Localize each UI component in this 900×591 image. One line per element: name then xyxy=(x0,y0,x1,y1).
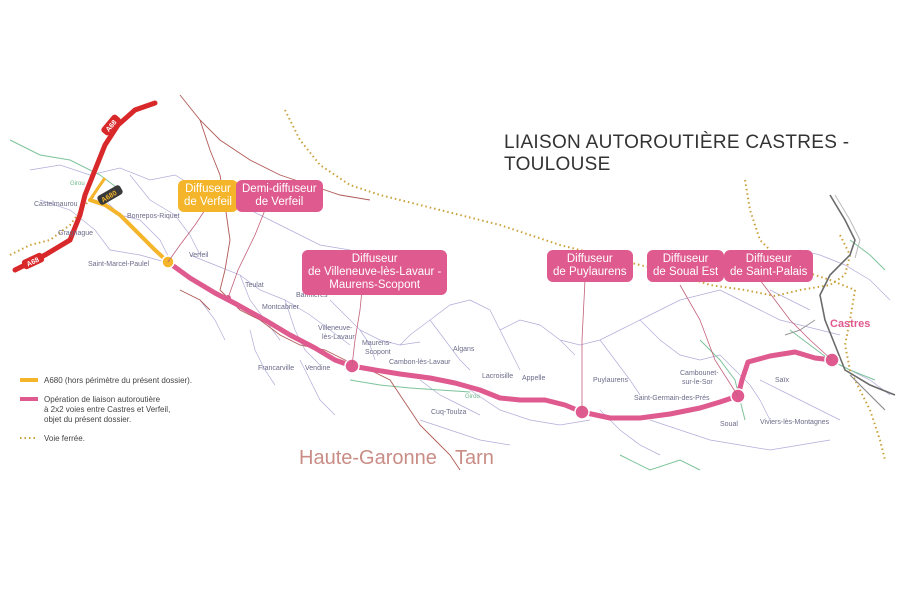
callout-line: de Villeneuve-lès-Lavaur - xyxy=(308,266,442,278)
town-maurens-1: Maurens- xyxy=(362,340,392,347)
town-cuq-toulza: Cuq-Toulza xyxy=(431,409,467,416)
legend-label-operation-1: Opération de liaison autoroutière xyxy=(44,395,161,404)
town-cambon: Cambon-lès-Lavaur xyxy=(389,359,451,366)
town-teulat: Teulat xyxy=(245,282,264,289)
legend-label-operation-2: à 2x2 voies entre Castres et Verfeil, xyxy=(44,405,170,414)
callout-line: Demi-diffuseur xyxy=(242,183,317,195)
svg-text:Girou: Girou xyxy=(465,394,480,400)
town-soual: Soual xyxy=(720,421,738,428)
callout-leaders xyxy=(167,209,833,412)
callout-diffuseur-villeneuve: Diffuseur de Villeneuve-lès-Lavaur - Mau… xyxy=(302,250,448,295)
commune-boundaries xyxy=(29,164,891,456)
callout-line: Diffuseur xyxy=(185,183,231,195)
callout-line: Diffuseur xyxy=(351,253,398,265)
callout-line: de Saint-Palais xyxy=(730,266,808,278)
town-villeneuve-1: Villeneuve- xyxy=(318,325,353,332)
legend-label-rail: Voie ferrée. xyxy=(44,434,85,443)
svg-text:A680: A680 xyxy=(100,190,118,204)
town-montcabrier: Montcabrier xyxy=(262,304,300,311)
town-algans: Algans xyxy=(453,346,475,353)
town-castelmaurou: Castelmaurou xyxy=(34,201,78,208)
interchange-nodes xyxy=(161,255,840,420)
town-villeneuve-2: lès-Lavaur xyxy=(322,334,355,341)
callout-line: Maurens-Scopont xyxy=(329,279,421,291)
town-maurens-2: Scopont xyxy=(365,349,391,356)
town-castres: Castres xyxy=(830,318,870,330)
map-title: LIAISON AUTOROUTIÈRE CASTRES - TOULOUSE xyxy=(504,132,850,175)
town-bannieres: Bannières xyxy=(296,292,328,299)
department-haute-garonne: Haute-Garonne xyxy=(299,447,437,469)
callout-diffuseur-soual-est: Diffuseur de Soual Est xyxy=(647,250,725,282)
rivers xyxy=(9,139,886,471)
callout-line: de Verfeil xyxy=(255,196,304,208)
callout-diffuseur-puylaurens: Diffuseur de Puylaurens xyxy=(547,250,633,282)
town-puylaurens: Puylaurens xyxy=(593,377,629,384)
callout-demi-diffuseur-verfeil: Demi-diffuseur de Verfeil xyxy=(236,180,323,212)
a680-road xyxy=(88,177,170,264)
callout-line: Diffuseur xyxy=(566,253,613,265)
svg-text:Girou: Girou xyxy=(70,181,85,187)
a68-motorway xyxy=(12,100,158,273)
town-lacroisille: Lacroisille xyxy=(482,373,513,380)
legend-label-a680: A680 (hors périmètre du présent dossier)… xyxy=(44,376,192,385)
callout-line: de Puylaurens xyxy=(553,266,627,278)
town-gragnague: Gragnague xyxy=(58,230,93,237)
castres-verfeil-route xyxy=(165,259,835,421)
town-cambounet-2: sur-le-Sor xyxy=(682,379,713,386)
legend-label-operation-3: objet du présent dossier. xyxy=(44,415,131,424)
town-verfeil: Verfeil xyxy=(189,252,209,259)
callout-diffuseur-verfeil: Diffuseur de Verfeil xyxy=(178,180,238,212)
callout-line: de Soual Est xyxy=(653,266,719,278)
legend: A680 (hors périmètre du présent dossier)… xyxy=(20,376,192,443)
department-border xyxy=(179,94,461,471)
town-saint-germain: Saint-Germain-des-Prés xyxy=(634,395,710,402)
a680-shield: A680 xyxy=(97,185,123,205)
callout-line: de Verfeil xyxy=(184,196,232,208)
svg-text:A68: A68 xyxy=(26,257,41,269)
town-cambounet-1: Cambounet- xyxy=(680,370,719,377)
a68-shield-bottom: A68 xyxy=(21,252,45,270)
department-tarn: Tarn xyxy=(455,447,494,469)
town-vendine: Vendine xyxy=(305,365,330,372)
town-viviers: Viviers-lès-Montagnes xyxy=(760,419,830,426)
town-bonrepos: Bonrepos-Riquet xyxy=(127,213,180,220)
roads-castres xyxy=(784,194,896,411)
callout-diffuseur-saint-palais: Diffuseur de Saint-Palais xyxy=(724,250,814,282)
town-francarville: Francarville xyxy=(258,365,294,372)
callout-line: Diffuseur xyxy=(662,253,709,265)
town-appelle: Appelle xyxy=(522,375,545,382)
town-saint-marcel: Saint-Marcel-Paulel xyxy=(88,261,150,268)
callout-line: Diffuseur xyxy=(745,253,792,265)
town-labels: Castelmaurou Gragnague Bonrepos-Riquet S… xyxy=(34,201,870,428)
town-saix: Saïx xyxy=(775,377,790,384)
